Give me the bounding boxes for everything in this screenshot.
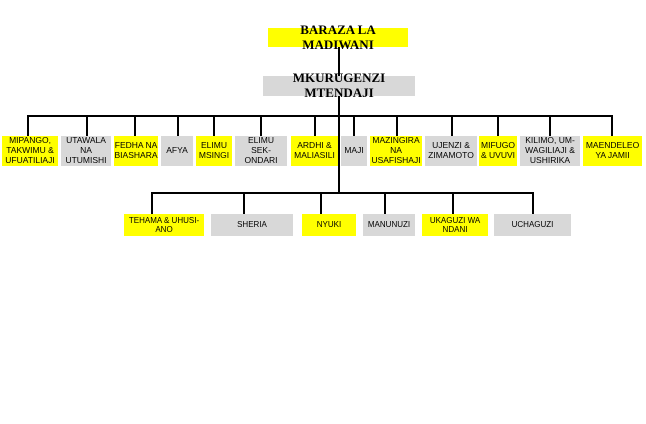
department-box: MIPANGO, TAKWIMU & UFUATILIAJI xyxy=(2,135,58,166)
unit-box: SHERIA xyxy=(211,214,293,236)
unit-drop-3 xyxy=(320,192,322,214)
department-box: AFYA xyxy=(161,136,193,166)
dept-drop-12 xyxy=(549,115,551,136)
dept-drop-10 xyxy=(451,115,453,136)
dept-drop-2 xyxy=(86,115,88,136)
department-box: UJENZI & ZIMAMOTO xyxy=(425,136,477,166)
department-box: ELIMU MSINGI xyxy=(196,136,232,166)
department-bus xyxy=(27,115,613,117)
department-box: UTAWALA NA UTUMISHI xyxy=(61,135,111,166)
connector-council-director xyxy=(338,45,340,77)
unit-box: UKAGUZI WA NDANI xyxy=(422,214,488,236)
department-box: ARDHI & MALIASILI xyxy=(291,136,338,166)
connector-director-bus xyxy=(338,95,340,116)
connector-to-units xyxy=(338,115,340,193)
dept-drop-6 xyxy=(260,115,262,136)
unit-drop-4 xyxy=(384,192,386,214)
dept-drop-5 xyxy=(213,115,215,136)
department-box: KILIMO, UM-WAGILIAJI & USHIRIKA xyxy=(520,135,580,166)
unit-box: NYUKI xyxy=(302,214,356,236)
director-box: MKURUGENZI MTENDAJI xyxy=(263,70,415,100)
unit-box: TEHAMA & UHUSI-ANO xyxy=(124,214,204,236)
dept-drop-9 xyxy=(396,115,398,136)
unit-box: UCHAGUZI xyxy=(494,214,571,236)
department-box: FEDHA NA BIASHARA xyxy=(114,136,158,166)
department-box: MAJI xyxy=(341,136,367,166)
department-box: MAZINGIRA NA USAFISHAJI xyxy=(370,135,422,166)
dept-drop-7 xyxy=(314,115,316,136)
dept-drop-8 xyxy=(353,115,355,136)
department-box: MAENDELEO YA JAMII xyxy=(583,136,642,166)
department-box: MIFUGO & UVUVI xyxy=(479,136,517,166)
dept-drop-4 xyxy=(177,115,179,136)
unit-drop-6 xyxy=(532,192,534,214)
dept-drop-1 xyxy=(27,115,29,136)
dept-drop-11 xyxy=(497,115,499,136)
unit-drop-5 xyxy=(452,192,454,214)
dept-drop-13 xyxy=(611,115,613,136)
header-fragment: · · · · · · · · · · · · · · · · · · xyxy=(340,0,445,6)
department-box: ELIMU SEK-ONDARI xyxy=(235,135,287,166)
unit-box: MANUNUZI xyxy=(363,214,415,236)
council-box: BARAZA LA MADIWANI xyxy=(268,22,408,51)
unit-bus xyxy=(151,192,534,194)
unit-drop-2 xyxy=(243,192,245,214)
unit-drop-1 xyxy=(151,192,153,214)
dept-drop-3 xyxy=(134,115,136,136)
